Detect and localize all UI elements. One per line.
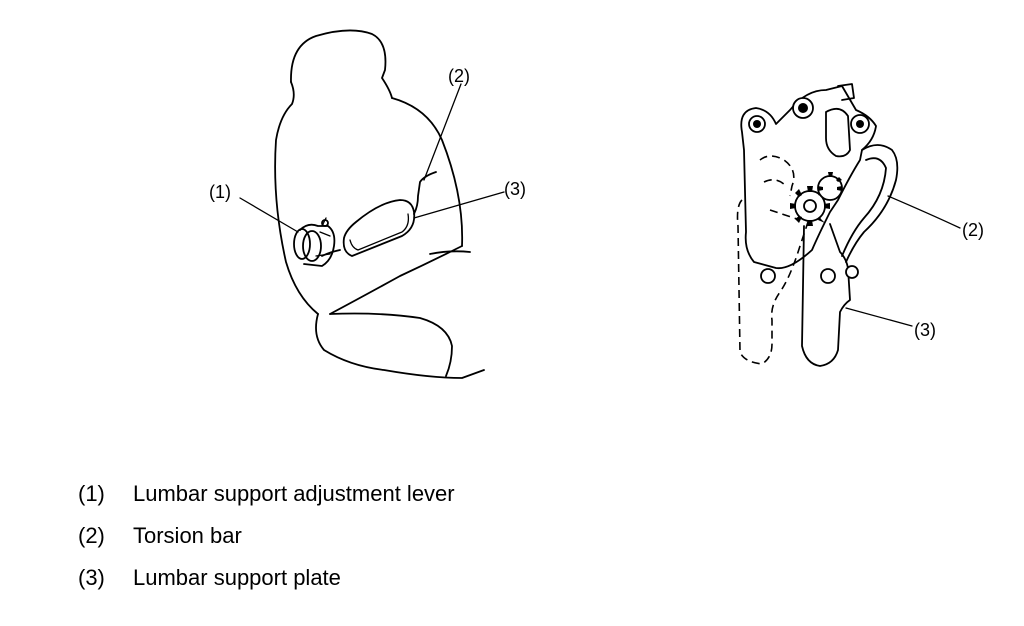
seat-leader-2 [423, 83, 462, 181]
mechanism-cam-slot [825, 107, 851, 158]
seat-callout-1: (1) [209, 182, 231, 202]
seat-leader-1 [239, 197, 299, 233]
plate-pivot-hole [845, 265, 859, 279]
torsion-bar [321, 171, 437, 257]
plate-pivot-hole [820, 268, 836, 284]
seat-callout-2: (2) [448, 66, 470, 86]
seat-headrest [290, 29, 393, 99]
legend-number: (1) [78, 481, 105, 506]
legend-number: (2) [78, 523, 105, 548]
legend-item: (1) Lumbar support adjustment lever [78, 478, 455, 520]
mechanism-callout-3: (3) [914, 320, 936, 340]
lumbar-plate-inner [349, 213, 410, 251]
seat-cushion-side [429, 250, 471, 255]
lumbar-adjustment-lever [293, 217, 336, 267]
mechanism-leader-2 [887, 195, 961, 229]
mechanism-torsion-bar [841, 144, 899, 263]
seat-cushion [315, 312, 485, 379]
mechanism-leader-3 [845, 307, 913, 327]
seat-back-front [329, 245, 463, 315]
mechanism-illustration: (2) (3) [736, 83, 984, 367]
seat-leader-3 [413, 191, 505, 219]
seat-callout-3: (3) [504, 179, 526, 199]
mechanism-housing [740, 85, 877, 270]
legend: (1) Lumbar support adjustment lever (2) … [78, 478, 455, 604]
legend-label: Lumbar support adjustment lever [133, 481, 455, 506]
mechanism-support-plate [801, 223, 851, 367]
mechanism-dashed-guide [759, 155, 801, 221]
legend-number: (3) [78, 565, 105, 590]
seat-back-outline [274, 81, 464, 315]
legend-item: (2) Torsion bar [78, 520, 455, 562]
plate-pivot-hole [760, 268, 776, 284]
mechanism-lever-alternate-position [736, 199, 813, 365]
legend-label: Torsion bar [133, 523, 242, 548]
lumbar-support-plate [342, 199, 416, 257]
mechanism-gear [790, 172, 843, 226]
legend-label: Lumbar support plate [133, 565, 341, 590]
mechanism-callout-2: (2) [962, 220, 984, 240]
seat-illustration: (1) (2) (3) [209, 29, 526, 379]
legend-item: (3) Lumbar support plate [78, 562, 455, 604]
